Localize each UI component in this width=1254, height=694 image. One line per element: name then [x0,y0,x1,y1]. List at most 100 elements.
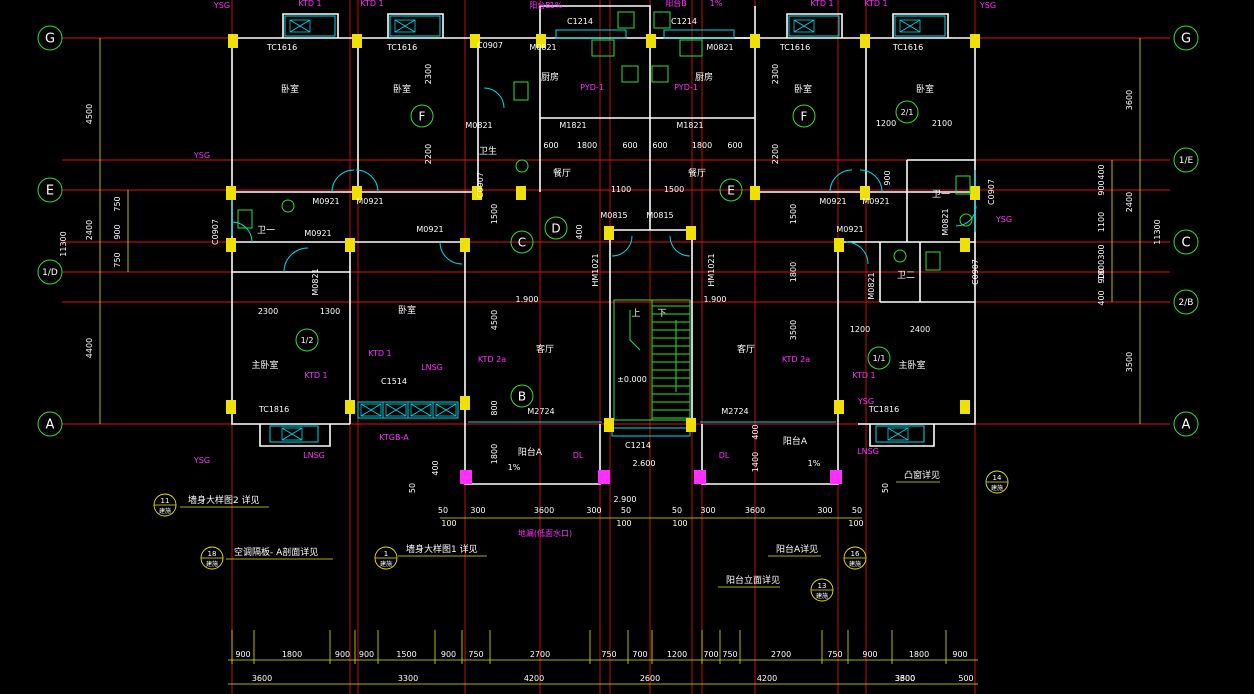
axis-bubble [1173,25,1199,51]
plan-dimension: 600 [543,141,558,150]
callout-label: KTD 1 [368,349,391,358]
axis-grid [62,0,1170,694]
detail-sheet: 建施 [816,592,828,600]
callout-label: PYD-1 [580,83,604,92]
plan-dimension: 50 [881,483,890,493]
basin-3 [893,249,907,263]
room-name: 卧室 [916,83,934,95]
element-code: M1821 [559,121,586,130]
stairwell [613,299,691,421]
column [960,238,970,252]
axis-bubble-label: 1/2 [301,336,314,345]
lower-dimension: 100 [672,519,687,528]
wall-top-bay-right [786,13,843,38]
room-name: 客厅 [536,343,554,355]
toilet-3 [925,251,941,271]
column [472,186,482,200]
door-arc-3 [829,169,853,193]
stair-arrow [629,310,641,351]
axis-bubble [1173,147,1199,173]
column [834,238,844,252]
column [970,186,980,200]
balcony-column-4 [830,470,842,484]
callout-label: LNSG [421,363,443,372]
axis-bubble [792,104,816,128]
room-name: 阳台A [783,435,808,447]
lower-dimension: 100 [848,519,863,528]
balcony-column-1 [460,470,472,484]
door-arc-4 [859,169,883,193]
wall-left-outer [231,38,350,425]
element-code: M2724 [721,407,748,416]
element-code: M0815 [646,211,673,220]
top-callout: 阳台B [665,0,687,8]
element-code: C1214 [671,17,697,26]
callout-label: KTD 1 [304,371,327,380]
axis-bubble [1173,411,1199,437]
note-text: 墙身大样图1 详见 [406,543,478,555]
plan-dimension: 4500 [490,310,499,330]
lower-dimension: 50 [621,506,631,515]
room-name: 主卧室 [898,359,925,371]
element-code: M0921 [416,225,443,234]
axis-bubble [410,104,434,128]
ac-box [887,427,909,441]
element-code: M0821 [529,43,556,52]
walls [231,5,976,485]
bottom-dimension-2: 4200 [524,674,544,683]
plan-dimension: 2300 [424,64,433,84]
window-bottom-left [269,425,319,443]
lower-dimension: 300 [586,506,601,515]
top-callout: 阳台B [529,0,551,10]
window-c1214-top-l [555,29,627,39]
plan-dimension: 2400 [910,325,930,334]
detail-number: 13 [818,582,827,590]
window-top-4 [894,15,946,37]
callout-label: YSG [995,215,1012,224]
ac-box [435,403,457,417]
plan-dimension: 1800 [490,444,499,464]
column [834,400,844,414]
plan-dimension: 2300 [258,307,278,316]
axis-bubble-label: C [518,235,526,249]
element-code: C1514 [381,377,407,386]
axis-bubble [37,25,63,51]
door-arc-7 [845,241,869,265]
wall-balcony [464,424,601,485]
axis-bubble [1173,229,1199,255]
bottom-dimension-1: 900 [862,650,877,659]
axis-bubble [1173,289,1199,315]
wall-e-right [754,38,975,193]
element-code-vertical: M0821 [867,272,876,299]
room-name: 卧室 [794,83,812,95]
detail-number: 11 [161,497,170,505]
ac-box-cross [793,19,815,33]
ac-box [899,19,921,33]
ac-box [289,19,311,33]
balcony-column-2 [598,470,610,484]
axis-bubble-label: 2/1 [901,108,914,117]
axis-bubble-label: D [551,221,560,235]
right-dimension: 11300 [1153,219,1162,244]
bottom-dimension-1: 700 [703,650,718,659]
bottom-dimension-1: 900 [441,650,456,659]
axis-bubble [895,100,919,124]
axis-bubble-label: A [1182,418,1191,433]
wall-balcony-right [701,424,839,485]
callout-label: 地漏(低面水口) [518,528,572,538]
wall-top-bay-left2 [387,13,444,38]
note-text: 阳台立面详见 [726,574,780,586]
room-name: 卫一 [257,226,275,236]
plan-dimension: 400 [575,224,584,239]
ac-box-cross [385,403,407,417]
element-code: M0921 [819,197,846,206]
bottom-dimension-1: 900 [335,650,350,659]
column [860,186,870,200]
plan-dimension: 400 [751,424,760,439]
lower-dimension: 50 [852,506,862,515]
ac-box-cross [281,427,303,441]
detail-sheet: 建施 [849,560,861,568]
column [228,34,238,48]
callout-label: KTD 2a [782,355,810,364]
